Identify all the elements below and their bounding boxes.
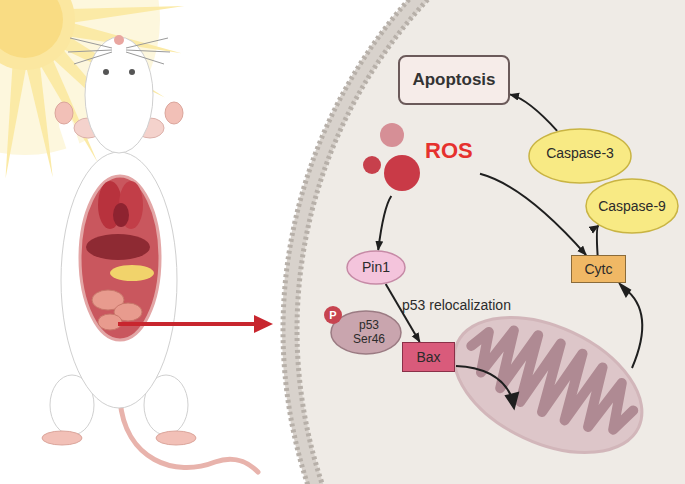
node-label: Pin1 (362, 259, 390, 275)
pathway-arrow (378, 196, 391, 250)
node-label: Bax (416, 349, 440, 365)
node-label: Cytc (585, 261, 613, 277)
node-label: Caspase-9 (598, 198, 666, 214)
pointer-arrow (118, 315, 273, 333)
protein-box: Cytc (571, 255, 626, 283)
mouse (42, 35, 258, 472)
enzyme-ellipse: Caspase-3 (528, 128, 632, 184)
enzyme-ellipse: Caspase-9 (585, 178, 679, 234)
mitochondrion (433, 290, 663, 480)
phospho-mark: P (324, 306, 342, 324)
pathway-arrow (480, 174, 586, 255)
node-label: Apoptosis (412, 70, 495, 90)
node-label: ROS (425, 138, 473, 163)
pathway-arrow (597, 226, 599, 255)
protein-ellipse: Pin1 (346, 250, 406, 285)
result-box: Apoptosis (398, 55, 510, 105)
pathway-arrow (510, 94, 557, 130)
cell-membrane (283, 0, 685, 484)
ros-group: ROS (355, 118, 480, 196)
node-label: p53 Ser46 (349, 319, 389, 347)
protein-box: Bax (402, 342, 455, 372)
protein-ellipse: Pp53 Ser46 (330, 310, 402, 355)
edge-label: p53 relocalization (401, 296, 511, 313)
sun (0, 0, 185, 180)
node-label: Caspase-3 (546, 145, 614, 161)
